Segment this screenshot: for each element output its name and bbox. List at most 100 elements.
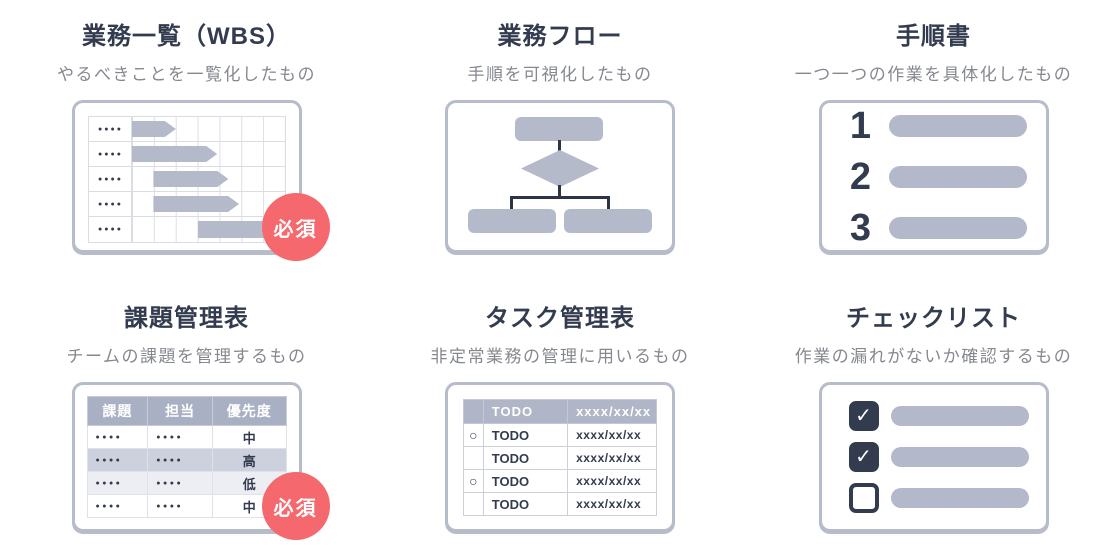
gantt-bar <box>198 221 267 238</box>
table-row: ○ TODO xxxx/xx/xx <box>463 423 657 447</box>
gantt-row-label: ●●●● <box>89 142 132 166</box>
section-title: タスク管理表 <box>485 305 635 332</box>
section-subtitle: チームの課題を管理するもの <box>66 347 307 366</box>
flow-branch-node-right <box>564 209 652 233</box>
section-subtitle: やるべきことを一覧化したもの <box>57 65 316 84</box>
checkbox-checked-icon: ✓ <box>848 442 879 472</box>
column-header: xxxx/xx/xx <box>567 399 657 424</box>
section-tasks: タスク管理表 非定常業務の管理に用いるもの TODO xxxx/xx/xx ○ … <box>373 282 747 560</box>
table-cell: TODO <box>482 469 569 493</box>
column-header <box>463 399 484 424</box>
issues-table: 課題 担当 優先度 ●●●● ●●●● 中 ●●●● ●●●● 高 <box>86 396 287 518</box>
section-subtitle: 手順を可視化したもの <box>467 65 653 84</box>
section-subtitle: 一つ一つの作業を具体化したもの <box>794 65 1073 84</box>
table-cell: xxxx/xx/xx <box>567 469 657 493</box>
table-row: ●●●● ●●●● 低 <box>86 471 287 495</box>
gantt-track <box>131 192 285 216</box>
flowchart-illustration <box>445 100 675 253</box>
table-cell: ●●●● <box>86 471 149 495</box>
gantt-track <box>131 117 285 141</box>
wbs-gantt-illustration: ●●●● ●●●● ●●●● ●●●● ●●●● <box>71 100 330 261</box>
table-header-row: 課題 担当 優先度 <box>86 396 287 426</box>
checkbox-checked-icon: ✓ <box>848 401 879 431</box>
text-placeholder-bar <box>888 114 1027 137</box>
section-manual: 手順書 一つ一つの作業を具体化したもの 1 2 3 <box>747 0 1120 282</box>
table-cell: ●●●● <box>86 425 149 449</box>
section-title: 業務一覧（WBS） <box>82 23 291 50</box>
gantt-chart: ●●●● ●●●● ●●●● ●●●● ●●●● <box>87 116 286 243</box>
table-cell: 高 <box>212 448 287 472</box>
checkbox-empty-icon: ✓ <box>848 483 879 513</box>
gantt-row-label: ●●●● <box>89 167 132 191</box>
table-cell: xxxx/xx/xx <box>567 492 657 516</box>
table-cell: ●●●● <box>86 494 149 518</box>
step-number: 2 <box>849 155 872 198</box>
gantt-row: ●●●● <box>88 167 285 192</box>
step-number: 1 <box>849 104 872 147</box>
status-circle-cell <box>463 492 484 516</box>
step-item: 2 <box>848 158 1046 196</box>
gantt-track <box>131 142 285 166</box>
flow-connector-line <box>558 140 561 152</box>
steps-illustration: 1 2 3 <box>818 100 1049 253</box>
text-placeholder-bar <box>890 406 1029 426</box>
column-header: TODO <box>482 399 569 424</box>
table-row: ○ TODO xxxx/xx/xx <box>463 469 657 493</box>
table-cell: xxxx/xx/xx <box>567 423 657 447</box>
table-row: TODO xxxx/xx/xx <box>463 492 657 516</box>
flow-branch-node-left <box>468 209 556 233</box>
table-cell: ●●●● <box>147 448 213 472</box>
text-placeholder-bar <box>888 165 1027 188</box>
gantt-row-label: ●●●● <box>89 117 132 141</box>
column-header: 優先度 <box>212 396 287 426</box>
gantt-row-label: ●●●● <box>89 192 132 216</box>
step-item: 1 <box>848 107 1046 145</box>
section-checklist: チェックリスト 作業の漏れがないか確認するもの ✓ ✓ ✓ <box>747 282 1120 560</box>
issues-table-illustration: 課題 担当 優先度 ●●●● ●●●● 中 ●●●● ●●●● 高 <box>71 382 330 540</box>
gantt-track <box>131 167 285 191</box>
checklist-item: ✓ <box>848 483 1046 513</box>
gantt-row-label: ●●●● <box>89 217 132 242</box>
step-number: 3 <box>849 206 872 249</box>
table-row: TODO xxxx/xx/xx <box>463 446 657 470</box>
table-cell: TODO <box>482 423 569 447</box>
column-header: 課題 <box>86 396 149 426</box>
section-title: 手順書 <box>896 23 971 50</box>
tasks-table: TODO xxxx/xx/xx ○ TODO xxxx/xx/xx TODO x… <box>463 399 657 516</box>
section-title: チェックリスト <box>846 305 1021 332</box>
gantt-bar <box>132 121 176 137</box>
section-title: 業務フロー <box>497 23 623 50</box>
table-cell: TODO <box>482 492 569 516</box>
table-header-row: TODO xxxx/xx/xx <box>463 399 657 424</box>
flow-start-node <box>515 117 603 141</box>
required-badge: 必須 <box>261 193 330 261</box>
status-circle-cell: ○ <box>463 469 484 493</box>
checklist: ✓ ✓ ✓ <box>822 385 1046 529</box>
section-issues: 課題管理表 チームの課題を管理するもの 課題 担当 優先度 ●●●● ●●●● … <box>0 282 373 560</box>
checklist-illustration: ✓ ✓ ✓ <box>818 382 1049 532</box>
checkmark-icon: ✓ <box>855 405 872 427</box>
flow-decision-diamond <box>521 150 599 187</box>
step-item: 3 <box>848 209 1046 247</box>
section-flow: 業務フロー 手順を可視化したもの <box>373 0 747 282</box>
table-cell: ●●●● <box>147 425 213 449</box>
flow-connector-line <box>558 185 561 198</box>
gantt-bar <box>132 146 218 162</box>
text-placeholder-bar <box>890 447 1029 467</box>
steps-list: 1 2 3 <box>822 103 1046 250</box>
checkmark-icon: ✓ <box>855 446 872 468</box>
text-placeholder-bar <box>890 488 1029 508</box>
text-placeholder-bar <box>888 216 1027 239</box>
tasks-table-illustration: TODO xxxx/xx/xx ○ TODO xxxx/xx/xx TODO x… <box>445 382 675 532</box>
gantt-bar <box>153 171 228 187</box>
status-circle-cell <box>463 446 484 470</box>
table-cell: TODO <box>482 446 569 470</box>
checklist-item: ✓ <box>848 401 1046 431</box>
gantt-row: ●●●● <box>88 117 285 142</box>
required-badge: 必須 <box>261 472 330 540</box>
flowchart <box>448 103 672 250</box>
section-subtitle: 非定常業務の管理に用いるもの <box>430 347 690 366</box>
status-circle-cell: ○ <box>463 423 484 447</box>
checklist-item: ✓ <box>848 442 1046 472</box>
